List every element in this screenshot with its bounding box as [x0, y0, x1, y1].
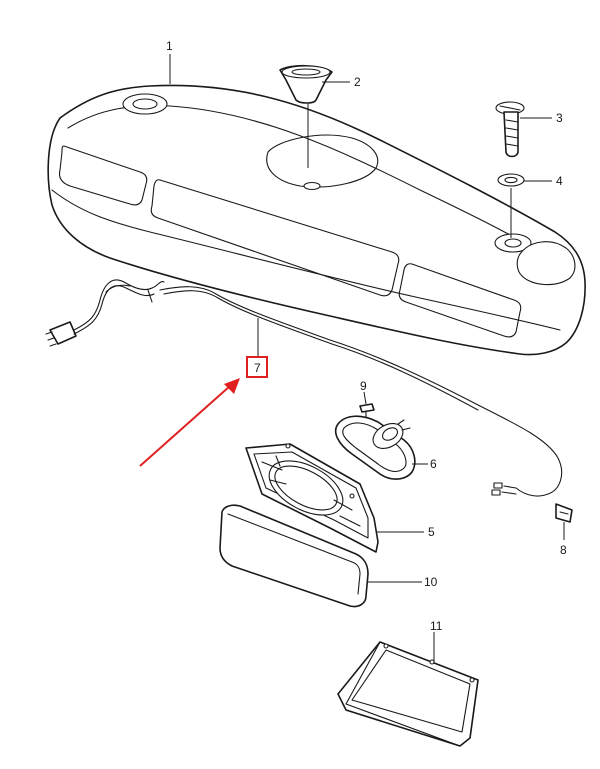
callout-10: 10: [424, 575, 438, 589]
highlight-arrow: [139, 385, 231, 467]
callout-1: 1: [166, 39, 173, 53]
speaker-grille: [219, 504, 422, 608]
washer-part: [497, 173, 525, 238]
callout-6: 6: [430, 457, 437, 471]
highlight-arrow-head: [224, 378, 240, 394]
speaker-part: [334, 415, 428, 480]
clip-part: [279, 64, 333, 168]
speaker-bracket: [245, 443, 424, 553]
storage-tray: [337, 632, 479, 747]
callout-11: 11: [430, 619, 443, 633]
callout-7: 7: [254, 361, 261, 375]
callout-9: 9: [360, 379, 367, 393]
highlight-box: [246, 356, 268, 378]
bolt-part: [495, 101, 525, 158]
console-housing: [47, 84, 586, 356]
wiring-harness: [45, 279, 563, 497]
screw-part: [359, 391, 375, 419]
callout-8: 8: [560, 543, 567, 557]
callout-2: 2: [354, 75, 361, 89]
callout-3: 3: [556, 111, 563, 125]
callout-5: 5: [428, 525, 435, 539]
connector-part: [555, 503, 573, 540]
callout-4: 4: [556, 174, 563, 188]
